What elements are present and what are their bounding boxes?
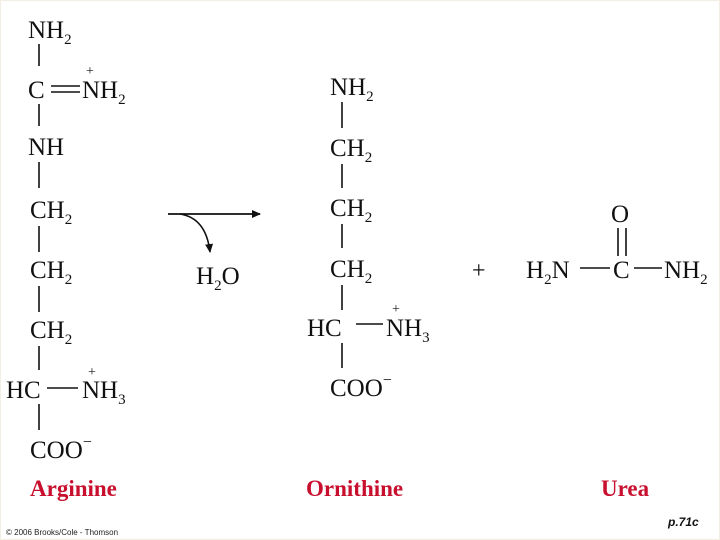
urea-h2n: H2N	[526, 257, 570, 288]
arginine-nh3: NH3	[82, 377, 126, 408]
arginine-nh2-top: NH2	[28, 17, 72, 48]
copyright-text: © 2006 Brooks/Cole - Thomson	[6, 528, 118, 537]
ornithine-ch2-1: CH2	[330, 135, 372, 166]
water-release-arrow	[179, 213, 214, 253]
arginine-coo: COO−	[30, 434, 92, 464]
ornithine-hc: HC	[307, 315, 342, 342]
urea-c: C	[613, 257, 630, 284]
page-reference: p.71c	[667, 515, 699, 529]
urea-structure: O H2N C NH2 Urea	[526, 201, 708, 501]
arginine-nh2-charge: +	[86, 64, 94, 79]
ornithine-ch2-3: CH2	[330, 256, 372, 287]
ornithine-structure: NH2 CH2 CH2 CH2 HC + NH3 COO− Ornithine	[306, 74, 430, 501]
arginine-nh3-charge: +	[88, 365, 96, 380]
reaction-arrow: H2O	[168, 210, 261, 294]
ornithine-label: Ornithine	[306, 476, 403, 501]
ornithine-nh2: NH2	[330, 74, 374, 105]
arginine-c: C	[28, 77, 45, 104]
arginine-label: Arginine	[30, 476, 117, 501]
arginine-ch2-3: CH2	[30, 317, 72, 348]
arginine-ch2-2: CH2	[30, 257, 72, 288]
ornithine-nh3-charge: +	[392, 302, 400, 317]
arginine-hc: HC	[6, 377, 41, 404]
water-label: H2O	[196, 263, 240, 294]
arginine-nh: NH	[28, 134, 64, 161]
urea-nh2: NH2	[664, 257, 708, 288]
arginine-structure: NH2 C + NH2 NH CH2 CH2 CH2 HC + NH3 COO−…	[6, 17, 126, 501]
ornithine-ch2-2: CH2	[330, 195, 372, 226]
arginine-nh2-plus: NH2	[82, 77, 126, 108]
arginine-ch2-1: CH2	[30, 197, 72, 228]
urea-label: Urea	[601, 476, 650, 501]
plus-sign: +	[472, 258, 486, 284]
ornithine-nh3: NH3	[386, 315, 430, 346]
ornithine-coo: COO−	[330, 372, 392, 402]
urea-o: O	[611, 201, 629, 228]
